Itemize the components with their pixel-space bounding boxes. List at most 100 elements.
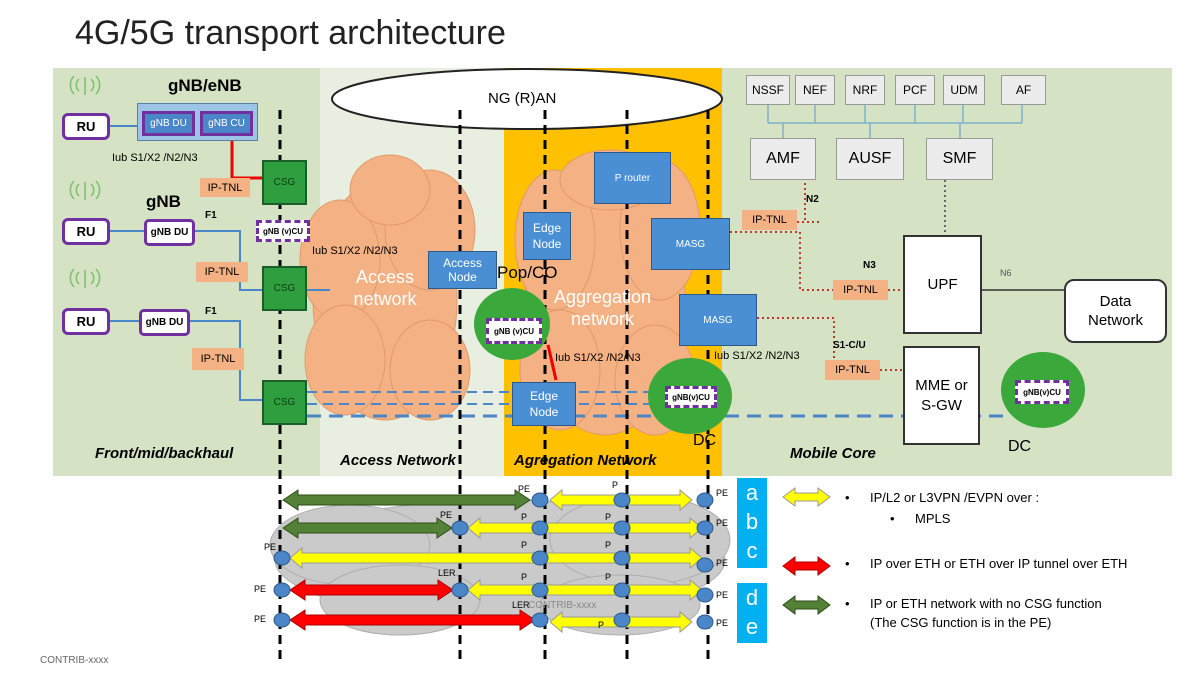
dc-label-2: DC bbox=[1008, 438, 1032, 455]
letter-c: c bbox=[746, 538, 758, 563]
letter-d: d bbox=[745, 585, 759, 610]
iub-label-2: Iub S1/X2 /N2/N3 bbox=[312, 245, 398, 257]
agg-cloud-label: Aggregation network bbox=[553, 287, 652, 329]
iptnl-5: IP-TNL bbox=[833, 280, 888, 300]
p-label: P bbox=[605, 540, 612, 550]
legend-red-bullet: • bbox=[845, 556, 850, 571]
p-label: P bbox=[605, 512, 612, 522]
agg-zone-label: Agregation Network bbox=[514, 452, 657, 469]
nf-pcf[interactable]: PCF bbox=[895, 75, 935, 105]
upf[interactable]: UPF bbox=[903, 235, 982, 334]
gnb-du-3[interactable]: gNB DU bbox=[139, 309, 190, 336]
legend-green-2: (The CSG function is in the PE) bbox=[870, 615, 1052, 630]
p-label: P bbox=[521, 540, 528, 550]
legend-yellow-1: IP/L2 or L3VPN /EVPN over : bbox=[870, 490, 1040, 505]
masg-2[interactable]: MASG bbox=[679, 294, 757, 346]
pe-label: PE bbox=[716, 618, 729, 628]
nf-nrf[interactable]: NRF bbox=[845, 75, 885, 105]
gnb-enb-label: gNB/eNB bbox=[168, 76, 242, 95]
ru-3[interactable]: RU bbox=[62, 308, 110, 335]
gnb-du-1[interactable]: gNB DU bbox=[142, 111, 195, 136]
gnb-vcu-2[interactable]: gNB (v)CU bbox=[486, 318, 542, 344]
legend-yellow-bullet2: • bbox=[890, 511, 895, 526]
mme-sgw[interactable]: MME or S-GW bbox=[903, 346, 980, 445]
amf[interactable]: AMF bbox=[750, 138, 816, 180]
n3-label: N3 bbox=[863, 260, 876, 271]
ngran-ellipse bbox=[331, 68, 723, 130]
pe-label: PE bbox=[440, 510, 453, 520]
iptnl-2: IP-TNL bbox=[196, 262, 248, 282]
letter-e: e bbox=[745, 614, 759, 639]
csg-1[interactable]: CSG bbox=[262, 160, 307, 205]
n6-label: N6 bbox=[1000, 268, 1012, 278]
tunnel-cloud bbox=[269, 494, 731, 636]
ngran-label: NG (R)AN bbox=[488, 90, 557, 107]
footer-label: CONTRIB-xxxx bbox=[40, 655, 109, 666]
iptnl-6: IP-TNL bbox=[825, 360, 880, 380]
gnb-vcu-3[interactable]: gNB(v)CU bbox=[665, 386, 717, 408]
edge-node-1[interactable]: Edge Node bbox=[523, 212, 571, 260]
n2-label: N2 bbox=[806, 194, 819, 205]
p-label: P bbox=[598, 620, 605, 630]
data-network[interactable]: Data Network bbox=[1064, 279, 1167, 343]
edge-node-2[interactable]: Edge Node bbox=[512, 382, 576, 426]
csg-2[interactable]: CSG bbox=[262, 266, 307, 311]
gnb-vcu-1[interactable]: gNB (v)CU bbox=[256, 220, 310, 242]
legend-yellow-bullet: • bbox=[845, 490, 850, 505]
gnb-du-2[interactable]: gNB DU bbox=[144, 219, 195, 246]
f1-label-2: F1 bbox=[205, 306, 217, 317]
ler-label: LER bbox=[438, 568, 456, 578]
iptnl-3: IP-TNL bbox=[192, 348, 244, 370]
p-router[interactable]: P router bbox=[594, 152, 671, 204]
p-label: P bbox=[605, 572, 612, 582]
access-cloud-label: Access network bbox=[353, 267, 417, 309]
letter-b: b bbox=[745, 509, 759, 534]
p-label: P bbox=[612, 480, 619, 490]
legend-yellow-2: MPLS bbox=[915, 511, 951, 526]
p-label: P bbox=[521, 572, 528, 582]
ausf[interactable]: AUSF bbox=[836, 138, 904, 180]
access-node[interactable]: Access Node bbox=[428, 251, 497, 289]
legend-red: IP over ETH or ETH over IP tunnel over E… bbox=[870, 556, 1128, 571]
iub-label-4: Iub S1/X2 /N2/N3 bbox=[714, 350, 800, 362]
pe-label: PE bbox=[716, 590, 729, 600]
iptnl-1: IP-TNL bbox=[200, 178, 250, 197]
nf-udm[interactable]: UDM bbox=[943, 75, 985, 105]
contrib-overlay: CONTRIB-xxxx bbox=[528, 600, 597, 611]
ru-1[interactable]: RU bbox=[62, 113, 110, 140]
pe-label: PE bbox=[264, 542, 277, 552]
iub-label-3: Iub S1/X2 /N2/N3 bbox=[555, 352, 641, 364]
pe-label: PE bbox=[518, 484, 531, 494]
dc-label-1: DC bbox=[693, 432, 717, 449]
gnb-cu-1[interactable]: gNB CU bbox=[200, 111, 253, 136]
iub-label-1: Iub S1/X2 /N2/N3 bbox=[112, 152, 198, 164]
front-zone-label: Front/mid/backhaul bbox=[95, 445, 234, 462]
pe-label: PE bbox=[716, 488, 729, 498]
pop-co-label: Pop/CO bbox=[497, 263, 558, 282]
gnb-label: gNB bbox=[146, 192, 181, 211]
s1cu-label: S1-C/U bbox=[833, 340, 866, 351]
nf-nef[interactable]: NEF bbox=[795, 75, 835, 105]
smf[interactable]: SMF bbox=[926, 138, 993, 180]
pe-label: PE bbox=[716, 558, 729, 568]
antenna-icons bbox=[69, 75, 101, 288]
nf-nssf[interactable]: NSSF bbox=[746, 75, 790, 105]
pe-label: PE bbox=[254, 614, 267, 624]
legend-green-bullet: • bbox=[845, 596, 850, 611]
ler-label: LER bbox=[512, 600, 530, 610]
ru-2[interactable]: RU bbox=[62, 218, 110, 245]
access-cloud bbox=[299, 154, 476, 421]
csg-3[interactable]: CSG bbox=[262, 380, 307, 425]
page-title: 4G/5G transport architecture bbox=[75, 14, 506, 52]
gnb-vcu-4[interactable]: gNB(v)CU bbox=[1015, 380, 1069, 404]
nf-af[interactable]: AF bbox=[1001, 75, 1046, 105]
access-zone-label: Access Network bbox=[340, 452, 456, 469]
pe-label: PE bbox=[254, 584, 267, 594]
tunnel-arrows bbox=[273, 487, 831, 634]
p-label: P bbox=[521, 512, 528, 522]
f1-label-1: F1 bbox=[205, 210, 217, 221]
masg-1[interactable]: MASG bbox=[651, 218, 730, 270]
legend-green-1: IP or ETH network with no CSG function bbox=[870, 596, 1102, 611]
letter-box-abc: a b c bbox=[737, 478, 767, 568]
letter-a: a bbox=[745, 480, 759, 505]
